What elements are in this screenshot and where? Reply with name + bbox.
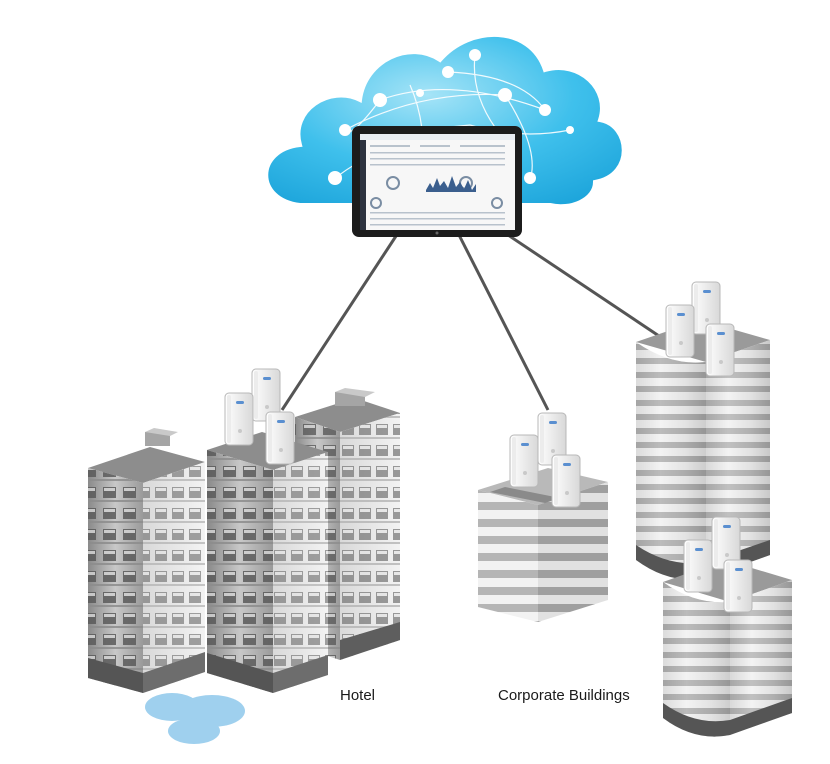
tablet-dashboard-icon: [352, 126, 522, 237]
building-icon: [88, 428, 205, 693]
dashboard-rows: [370, 145, 505, 166]
link-hotel: [280, 232, 400, 411]
link-corporate: [456, 232, 550, 411]
hotel-label: Hotel: [340, 687, 376, 704]
link-tower: [504, 231, 681, 352]
corporate-buildings-label: Corporate Buildings: [498, 687, 630, 704]
connector-lines: [280, 231, 681, 411]
building-icon: [207, 432, 328, 693]
tower-building: [663, 516, 792, 737]
hotel-buildings: [88, 368, 400, 693]
corporate-building: [478, 412, 608, 622]
tower-building: [636, 281, 770, 580]
pool-shape: [145, 693, 245, 744]
mesh-nodes: [328, 49, 574, 185]
dashboard-widgets: [370, 176, 505, 226]
